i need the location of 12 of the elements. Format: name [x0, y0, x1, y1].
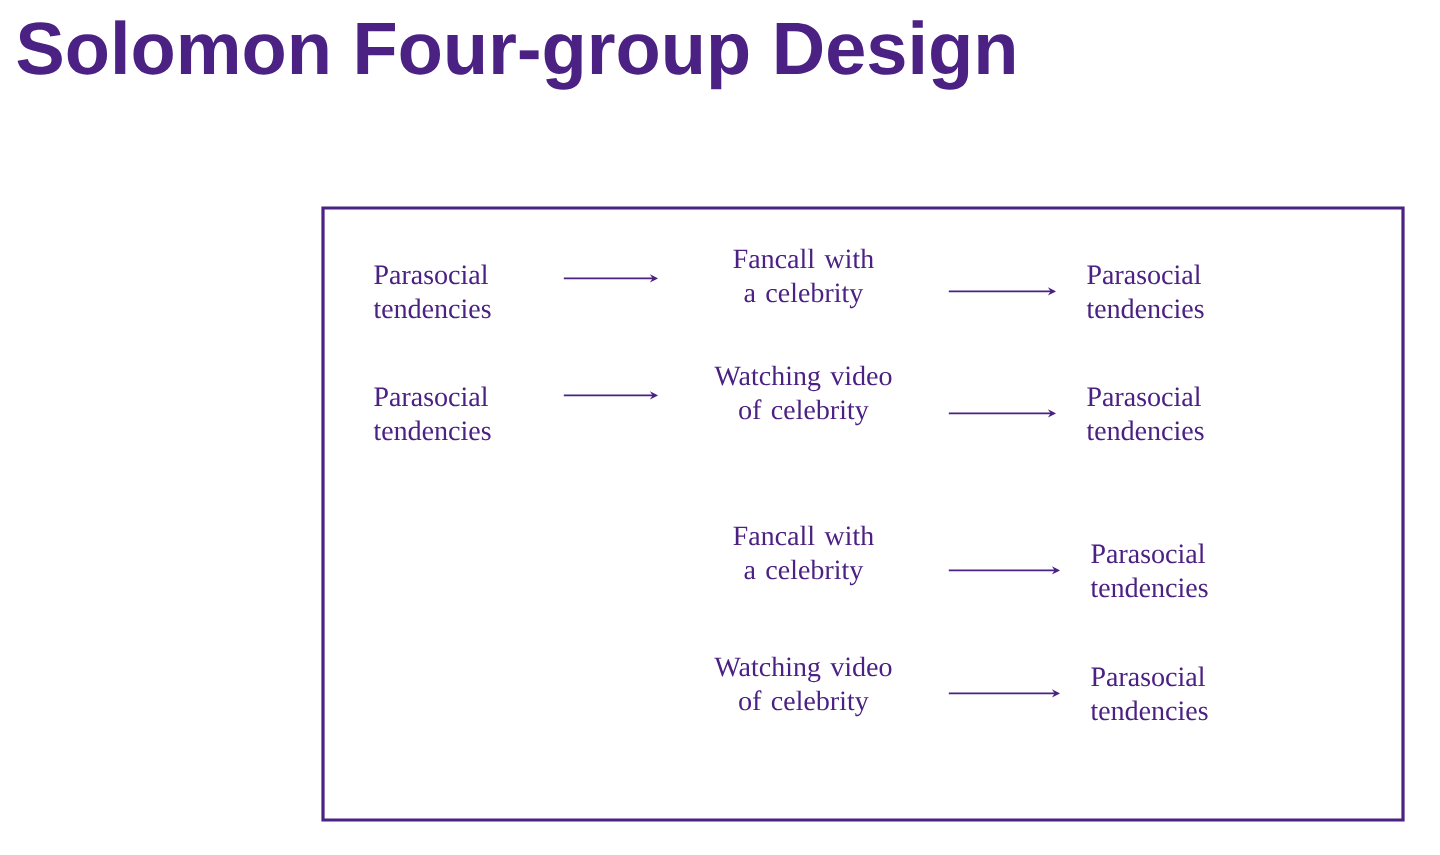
- step-label: Fancall with a celebrity: [733, 525, 874, 586]
- step-label: Parasocial tendencies: [1090, 666, 1208, 721]
- step-label: Watching video of celebrity: [714, 656, 892, 717]
- step-label: Parasocial tendencies: [1086, 386, 1204, 441]
- step-label: Fancall with a celebrity: [733, 248, 874, 309]
- step-label: Parasocial tendencies: [373, 264, 491, 319]
- frame-box: [321, 206, 1405, 822]
- step-label: Watching video of celebrity: [714, 365, 892, 426]
- step-label: Parasocial tendencies: [373, 386, 491, 441]
- step-label: Parasocial tendencies: [1090, 543, 1208, 598]
- title: Solomon Four-group Design: [17, 20, 1014, 90]
- step-label: Parasocial tendencies: [1086, 264, 1204, 319]
